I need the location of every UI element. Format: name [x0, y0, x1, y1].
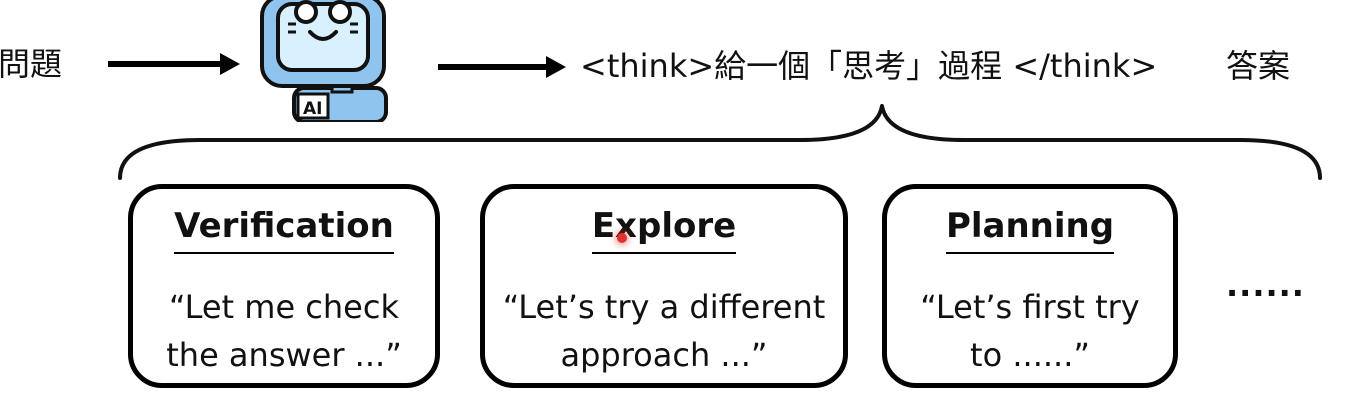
arrow-to-robot [108, 53, 240, 75]
arrow-to-output [438, 56, 566, 78]
question-label: 問題 [0, 45, 63, 83]
explore-title: Explore [591, 206, 737, 254]
think-output-text: <think>給一個「思考」過程 </think> [580, 47, 1158, 85]
planning-box: Planning “Let’s first try to ......” [882, 184, 1178, 388]
verification-quote: “Let me check the answer ...” [166, 288, 402, 374]
more-ellipsis: ...... [1226, 266, 1305, 304]
explore-box: Explore “Let’s try a different approach … [480, 184, 848, 388]
explore-quote: “Let’s try a different approach ...” [502, 288, 826, 374]
planning-title: Planning [945, 206, 1115, 254]
robot-ai-icon: AI [258, 0, 388, 124]
verification-title: Verification [174, 206, 394, 254]
robot-badge-text: AI [303, 99, 322, 119]
answer-label: 答案 [1226, 47, 1291, 85]
curly-brace [118, 104, 1322, 180]
planning-quote: “Let’s first try to ......” [920, 288, 1140, 374]
verification-box: Verification “Let me check the answer ..… [128, 184, 440, 388]
pointer-cursor [617, 233, 627, 243]
